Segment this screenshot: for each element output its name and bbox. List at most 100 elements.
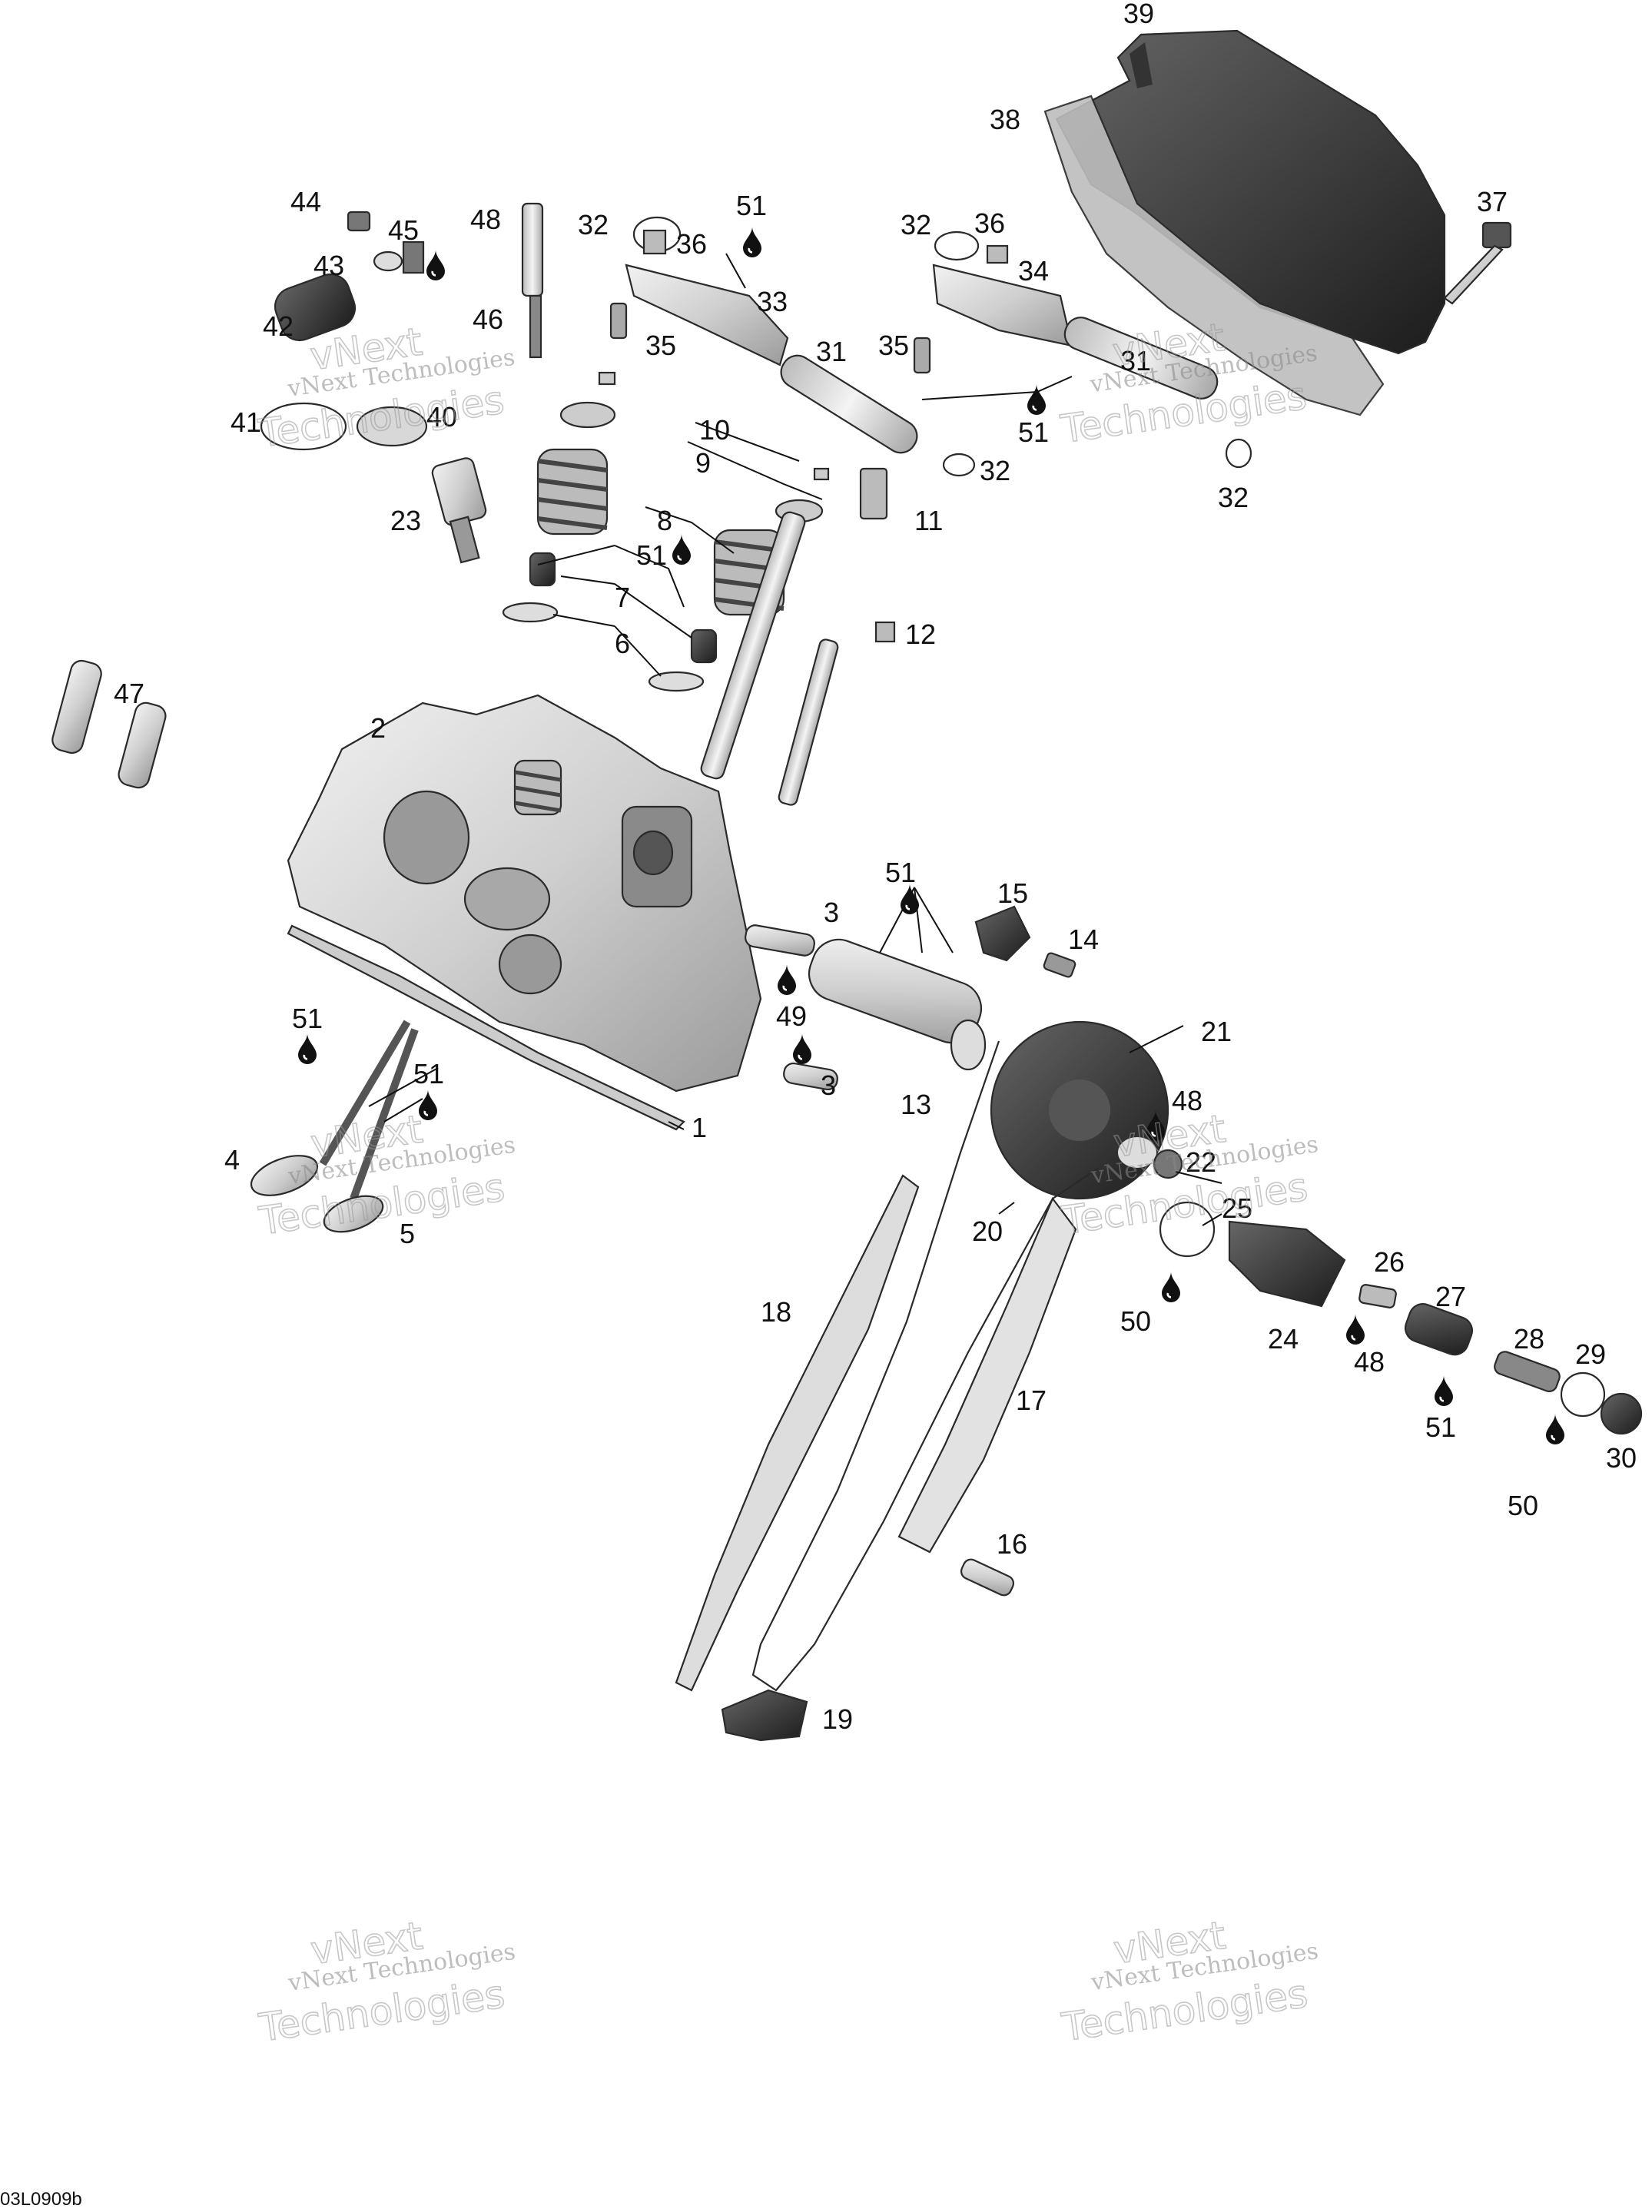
leader-lines <box>368 253 1222 1226</box>
callout: 13 <box>901 1089 931 1120</box>
callout: 43 <box>313 250 344 281</box>
callout: 32 <box>980 455 1010 486</box>
camshaft-sprocket <box>990 1020 1169 1200</box>
callout: 31 <box>1120 345 1151 376</box>
callout: 2 <box>370 712 386 744</box>
spark-plug-and-cap <box>260 202 544 451</box>
oil-drop-icon <box>1160 1272 1182 1302</box>
callout: 45 <box>388 214 419 246</box>
valve-springs-and-retainers <box>502 371 830 692</box>
callout: 3 <box>821 1070 836 1101</box>
callout: 51 <box>292 1003 323 1034</box>
callout: 24 <box>1268 1323 1299 1355</box>
callout: 41 <box>231 406 261 438</box>
callout: 50 <box>1120 1305 1151 1337</box>
drawing-code: 03L0909b <box>0 2189 82 2210</box>
callout: 35 <box>878 330 909 361</box>
valve-guides <box>51 659 167 789</box>
timing-chain-and-guides <box>675 1040 1100 1692</box>
head-gasket <box>287 924 685 1131</box>
oil-drop-icon <box>899 884 921 914</box>
intake-and-exhaust-valves <box>250 1020 419 1233</box>
callout: 51 <box>413 1058 444 1089</box>
oil-drop-icon <box>1345 1314 1366 1345</box>
camshaft-retainer-plate <box>974 905 1076 978</box>
callout: 35 <box>645 330 676 361</box>
callout: 28 <box>1514 1323 1544 1355</box>
callout: 51 <box>636 539 667 571</box>
callout: 21 <box>1201 1016 1232 1047</box>
callout: 14 <box>1068 924 1099 955</box>
oil-drop-icon <box>791 1033 813 1064</box>
callout: 48 <box>1172 1085 1203 1116</box>
callout: 51 <box>885 857 916 888</box>
callout: 31 <box>816 336 847 367</box>
callout-labels: 1 2 3 3 4 5 6 7 8 9 10 11 12 13 14 15 16… <box>114 0 1637 1735</box>
oil-drop-icon <box>776 964 798 995</box>
temperature-sensor <box>431 457 487 564</box>
oil-drop-icon <box>297 1033 318 1064</box>
callout: 37 <box>1477 186 1508 217</box>
callout: 51 <box>736 190 767 221</box>
rocker-shafts <box>780 317 1252 477</box>
callout: 19 <box>822 1703 853 1735</box>
callout: 36 <box>974 207 1005 239</box>
cylinder-head <box>287 694 762 1093</box>
oil-drop-icon <box>417 1089 439 1120</box>
callout: 22 <box>1186 1146 1216 1178</box>
callout: 38 <box>990 104 1020 135</box>
callout: 25 <box>1222 1192 1252 1224</box>
callout: 27 <box>1435 1281 1466 1312</box>
callout: 39 <box>1123 0 1154 29</box>
callout: 51 <box>1018 416 1049 448</box>
callout: 51 <box>1425 1411 1456 1443</box>
callout: 6 <box>615 628 630 659</box>
callout: 3 <box>824 897 839 928</box>
callout: 33 <box>757 286 788 317</box>
callout: 36 <box>676 228 707 260</box>
watermark: vNext vNext Technologies Technologies <box>255 1106 517 1245</box>
callout: 44 <box>290 186 321 217</box>
callout: 18 <box>761 1296 791 1328</box>
callout: 34 <box>1018 255 1049 287</box>
callout: 5 <box>400 1218 415 1249</box>
cylinder-head-studs <box>700 467 896 806</box>
callout: 10 <box>699 414 730 446</box>
callout: 48 <box>470 204 501 235</box>
callout: 29 <box>1575 1338 1606 1370</box>
oil-drop-icon <box>1433 1375 1455 1406</box>
callout: 15 <box>997 877 1028 909</box>
callout: 20 <box>972 1215 1003 1247</box>
callout: 12 <box>905 618 936 650</box>
callout: 50 <box>1508 1490 1538 1521</box>
callout: 30 <box>1606 1442 1637 1474</box>
callout: 11 <box>914 505 943 536</box>
callout: 23 <box>390 505 421 536</box>
callout: 47 <box>114 678 144 709</box>
dowel-pins <box>745 924 838 1091</box>
callout: 4 <box>224 1144 240 1176</box>
callout: 49 <box>776 1000 807 1032</box>
rocker-arm-intake <box>609 216 789 366</box>
callout: 32 <box>1218 482 1249 513</box>
callout: 17 <box>1016 1385 1047 1416</box>
oil-drop-icon <box>1544 1414 1566 1444</box>
oil-drop-icon <box>425 250 446 280</box>
callout: 26 <box>1374 1246 1405 1278</box>
oil-drop-icon <box>671 534 692 565</box>
chain-tensioner-assembly <box>1153 1149 1643 1435</box>
valve-cover <box>1043 29 1446 416</box>
callout: 16 <box>997 1528 1027 1560</box>
rocker-arm-exhaust <box>913 230 1073 374</box>
callout: 32 <box>578 209 609 240</box>
callout: 40 <box>426 401 457 433</box>
valve-cover-bolt <box>1443 221 1512 305</box>
chain-guide-clip <box>721 1689 808 1742</box>
callout: 48 <box>1354 1346 1385 1378</box>
callout: 9 <box>695 447 711 479</box>
callout: 42 <box>263 310 294 342</box>
oil-drop-icon <box>741 227 763 257</box>
callout: 1 <box>692 1112 707 1143</box>
callout: 32 <box>901 209 931 240</box>
